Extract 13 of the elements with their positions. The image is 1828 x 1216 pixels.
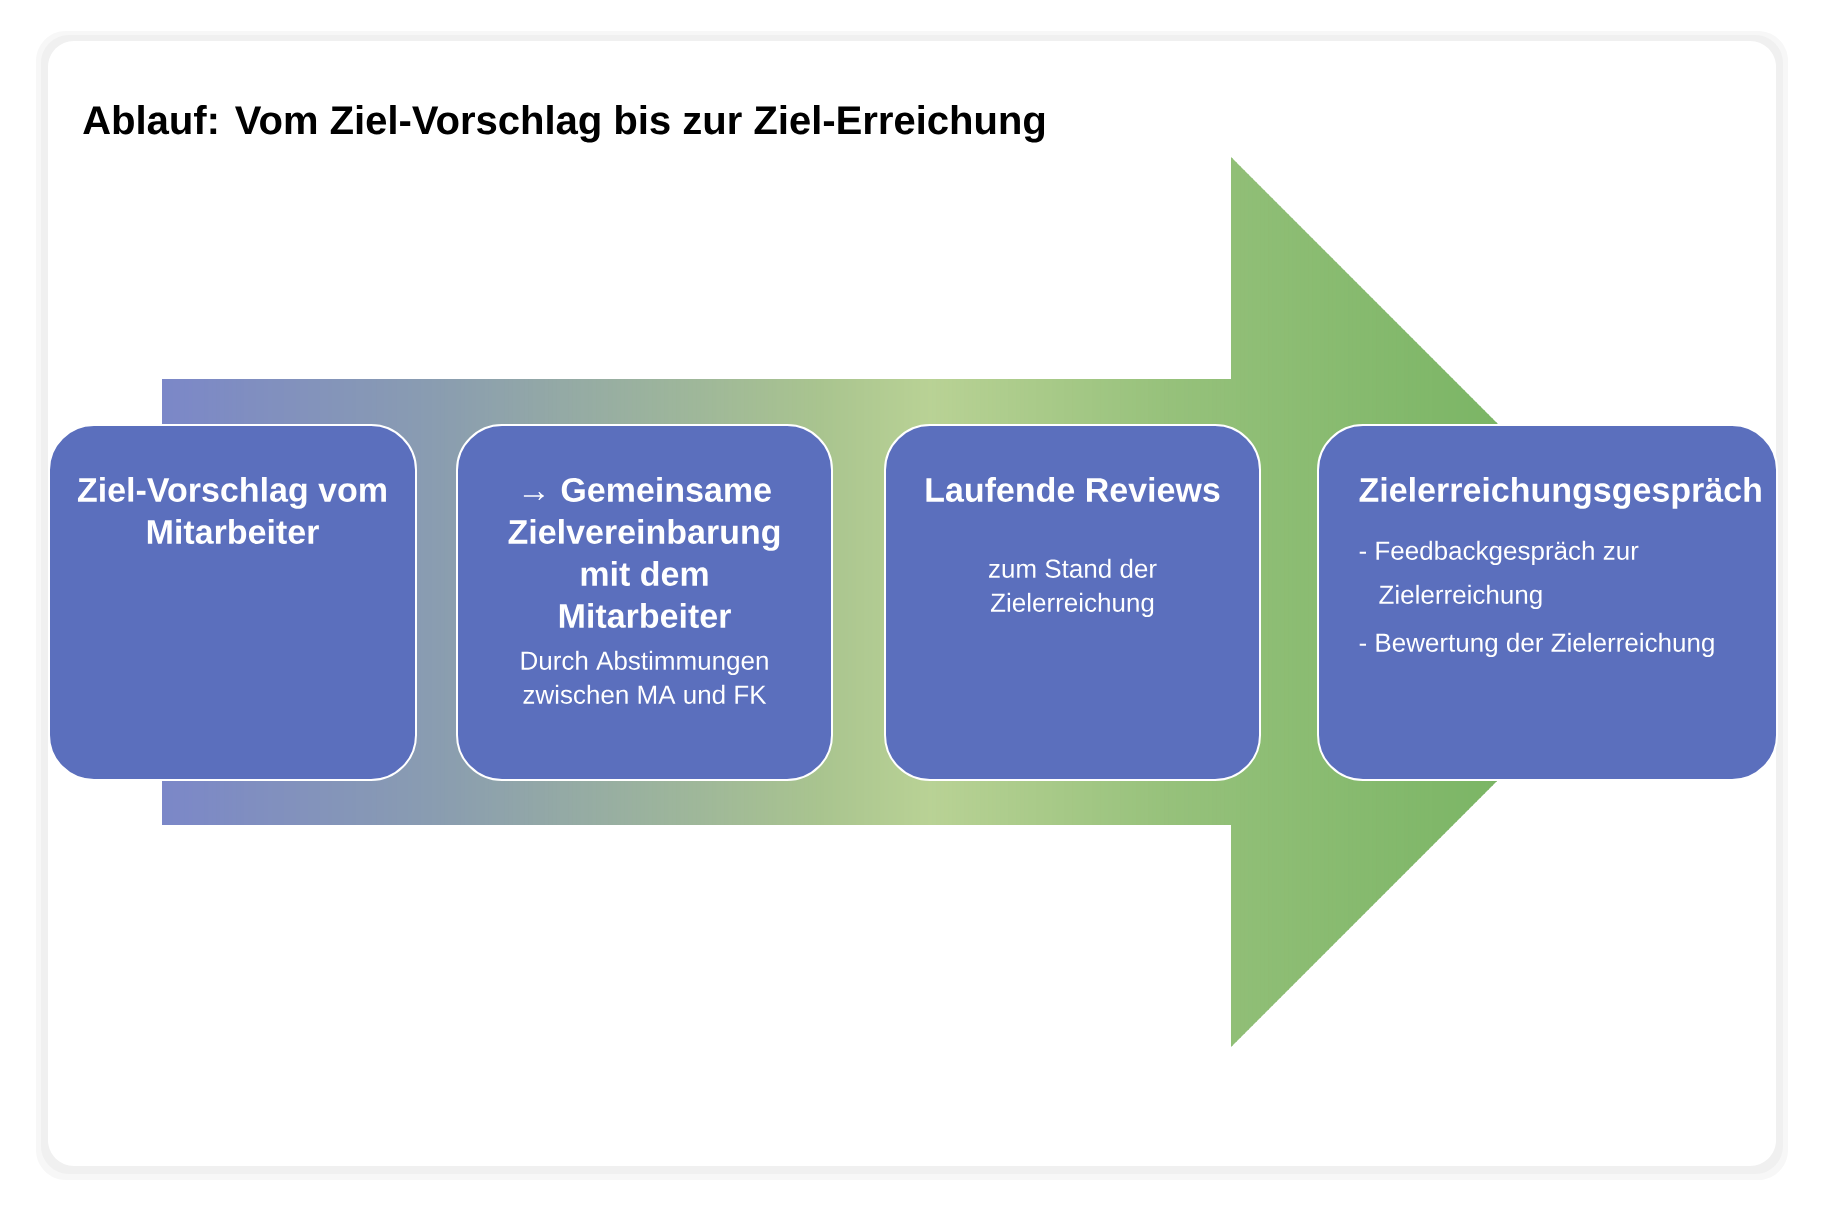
bullet-item: - Bewertung der Zielerreichung xyxy=(1359,632,1714,658)
process-box xyxy=(48,424,417,781)
process-box xyxy=(456,424,833,781)
process-box xyxy=(1317,424,1778,781)
step-heading: Ziel-Vorschlag vom Mitarbeiter xyxy=(77,477,386,544)
process-box xyxy=(884,424,1261,781)
step-heading: → Gemeinsame Zielvereinbarung mit dem Mitarbeiter xyxy=(508,477,780,628)
step-heading: Zielerreichungsgespräch xyxy=(1359,477,1761,509)
step-description: zum Stand der Zielerreichung xyxy=(989,558,1157,618)
step-heading: Laufende Reviews xyxy=(926,477,1220,502)
bullet-item: - Feedbackgespräch zur Zielerreichung xyxy=(1359,540,1639,610)
step-description: Durch Abstimmungen zwischen MA und FK xyxy=(521,650,768,704)
title: Ablauf: Vom Ziel-Vorschlag bis zur Ziel-Erreichung xyxy=(83,105,1045,143)
